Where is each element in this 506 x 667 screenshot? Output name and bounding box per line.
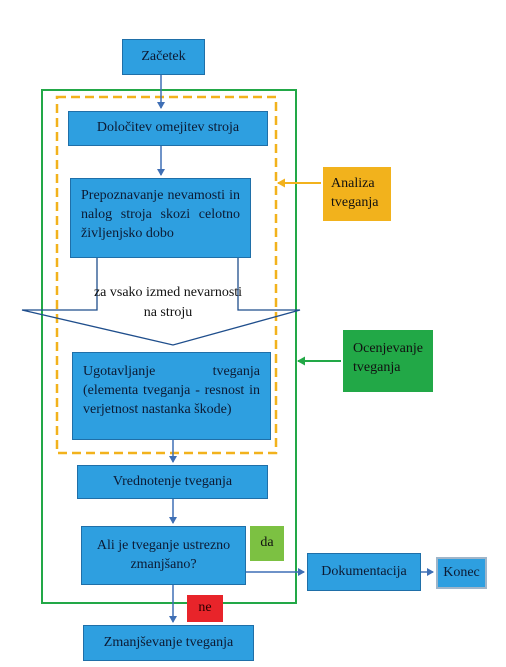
risk-estimation-label: Ugotavljanje tveganja (elementa tveganja…: [83, 364, 260, 417]
no-label: ne: [198, 600, 212, 616]
yes-label: da: [260, 535, 274, 551]
decision-label: Ali je tveganje ustrezno zmanjšano?: [96, 537, 231, 572]
analysis-frame: [55, 95, 278, 455]
start-box: Začetek: [122, 39, 205, 75]
risk-estimation-box: Ugotavljanje tveganja (elementa tveganja…: [72, 352, 271, 440]
machine-limits-label: Določitev omejitev stroja: [96, 120, 240, 136]
hazard-identification-box: Prepoznavanje nevamosti in nalog stroja …: [70, 178, 251, 258]
documentation-label: Dokumentacija: [321, 563, 407, 579]
loop-note: za vsako izmed nevarnosti na stroju: [88, 283, 248, 322]
no-tag: ne: [187, 595, 223, 622]
assessment-frame: [41, 89, 297, 604]
loop-funnel: [21, 258, 301, 346]
end-label: Konec: [443, 564, 480, 580]
risk-evaluation-box: Vrednotenje tveganja: [77, 465, 268, 499]
assessment-legend-label: Ocenjevanje tveganja: [353, 341, 423, 375]
hazard-identification-label: Prepoznavanje nevamosti in nalog stroja …: [81, 188, 240, 241]
end-box: Konec: [436, 557, 487, 589]
analysis-legend-label: Analiza tveganja: [331, 176, 379, 210]
risk-reduction-box: Zmanjševanje tveganja: [83, 625, 254, 661]
documentation-box: Dokumentacija: [307, 553, 421, 591]
loop-note-label: za vsako izmed nevarnosti na stroju: [93, 285, 243, 320]
decision-box: Ali je tveganje ustrezno zmanjšano?: [81, 526, 246, 585]
machine-limits-box: Določitev omejitev stroja: [68, 111, 268, 146]
analysis-legend: Analiza tveganja: [323, 167, 391, 221]
assessment-legend: Ocenjevanje tveganja: [343, 330, 433, 392]
risk-evaluation-label: Vrednotenje tveganja: [112, 473, 233, 489]
start-label: Začetek: [141, 48, 186, 64]
risk-reduction-label: Zmanjševanje tveganja: [103, 634, 234, 650]
yes-tag: da: [250, 526, 284, 561]
